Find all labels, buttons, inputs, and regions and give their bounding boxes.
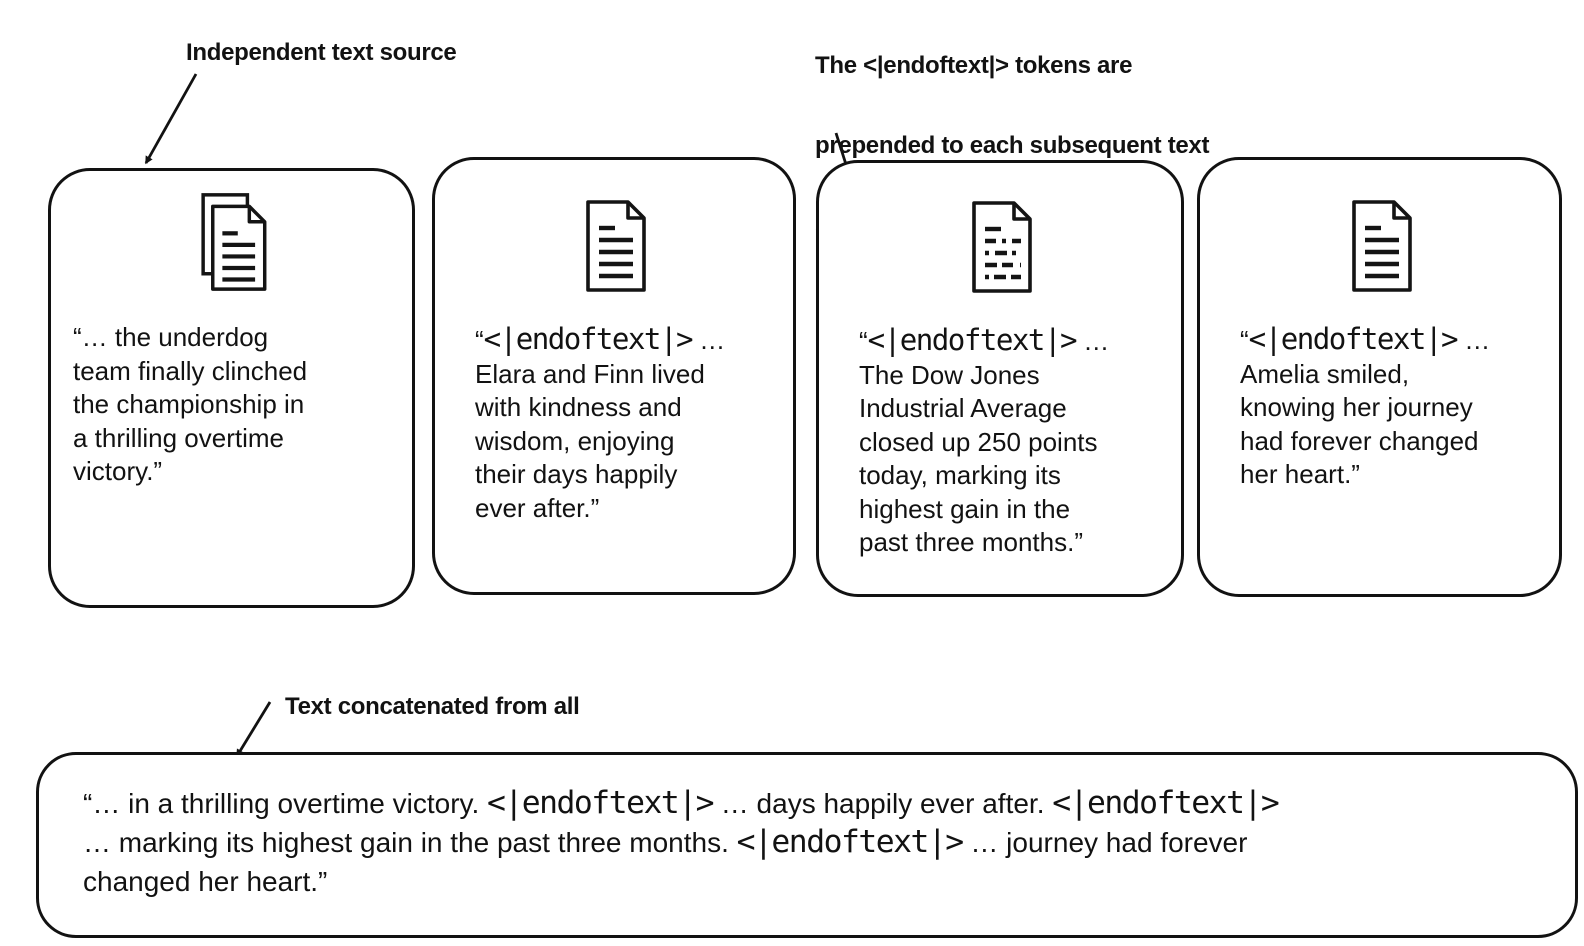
text-segment: “… in a thrilling overtime victory. [83,788,488,819]
concatenated-text: “… in a thrilling overtime victory. <|en… [39,755,1575,901]
source-text-lead: “… the underdog team finally clinched th… [73,322,308,486]
source-card-1: “… the underdog team finally clinched th… [48,168,415,608]
source-text-lead: “ [1240,325,1249,355]
text-segment: … days happily ever after. [712,788,1053,819]
arrow-to-first-source [144,73,198,165]
source-text: “<|endoftext|> … Amelia smiled, knowing … [1200,324,1559,492]
source-card-4: “<|endoftext|> … Amelia smiled, knowing … [1197,157,1562,597]
endoftext-token: <|endoftext|> [487,785,714,821]
annotation-line: prepended to each subsequent text [815,132,1210,159]
annotation-independent-text-source: Independent text source [186,39,457,66]
endoftext-token: <|endoftext|> [736,824,964,860]
annotation-line: The <|endoftext|> tokens are [815,52,1133,79]
source-text-rest: … The Dow Jones Industrial Average close… [859,326,1110,557]
source-text-rest: … Elara and Finn lived with kindness and… [475,325,726,523]
endoftext-token: <|endoftext|> [867,323,1078,357]
document-tokens-icon [962,199,1038,295]
documents-icon [193,191,271,293]
arrow-to-concatenated-box [235,701,272,758]
endoftext-token: <|endoftext|> [1248,322,1459,356]
endoftext-token: <|endoftext|> [1052,785,1279,821]
source-text-rest: … Amelia smiled, knowing her journey had… [1240,325,1491,489]
source-text-lead: “ [475,325,484,355]
source-text: “… the underdog team finally clinched th… [51,321,412,489]
source-text: “<|endoftext|> … The Dow Jones Industria… [819,325,1181,560]
document-icon [1342,198,1418,294]
source-card-2: “<|endoftext|> … Elara and Finn lived wi… [432,157,796,595]
document-icon [576,198,652,294]
source-card-3: “<|endoftext|> … The Dow Jones Industria… [816,160,1184,597]
text-segment: … marking its highest gain in the past t… [83,827,729,858]
annotation-line: Text concatenated from all [285,693,580,720]
endoftext-token: <|endoftext|> [483,322,694,356]
source-text-lead: “ [859,326,868,356]
source-text: “<|endoftext|> … Elara and Finn lived wi… [435,324,793,525]
concatenated-card: “… in a thrilling overtime victory. <|en… [36,752,1578,938]
text-segment: … journey had forever changed her heart.… [83,827,1248,897]
